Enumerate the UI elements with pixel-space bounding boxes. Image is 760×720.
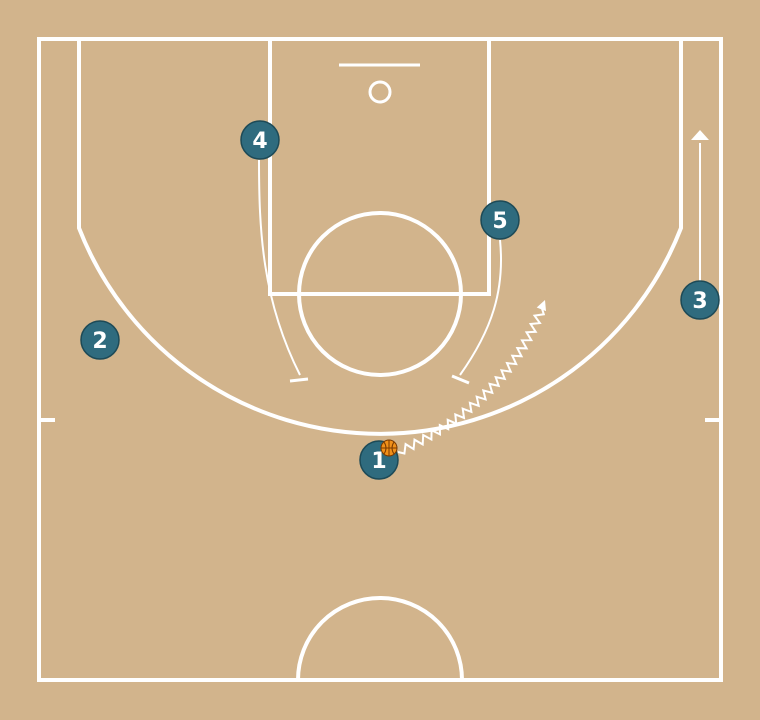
court-markings: [37, 37, 723, 682]
basketball-icon: [380, 439, 398, 457]
player-4: 4: [240, 120, 280, 160]
player-label: 4: [252, 129, 267, 154]
rim: [368, 80, 392, 104]
screen-bar-4: [289, 377, 309, 383]
player-2: 2: [80, 320, 120, 360]
player-label: 3: [692, 289, 707, 314]
ball-seam: [383, 441, 387, 455]
player-5: 5: [480, 200, 520, 240]
players: 2 4 5 3 1: [80, 120, 720, 480]
player-marker: [480, 200, 520, 240]
center-circle-arc: [296, 596, 464, 681]
play-actions: [258, 130, 709, 455]
screen-bar-5: [451, 374, 470, 385]
dribble-path-1: [397, 307, 546, 455]
screen-path-4: [258, 159, 301, 376]
player-marker: [80, 320, 120, 360]
ball-seam: [391, 441, 395, 455]
player-marker: [240, 120, 280, 160]
three-point-line: [77, 39, 683, 436]
free-throw-circle: [297, 211, 463, 377]
player-label: 2: [92, 329, 107, 354]
player-label: 5: [492, 209, 507, 234]
player-label: 1: [371, 449, 386, 474]
cut-arrowhead-3: [691, 130, 709, 140]
paint-lane: [268, 37, 491, 296]
player-3: 3: [680, 280, 720, 320]
dribble-arrowhead-1: [536, 300, 546, 312]
screen-path-5: [459, 239, 503, 376]
player-marker: [680, 280, 720, 320]
